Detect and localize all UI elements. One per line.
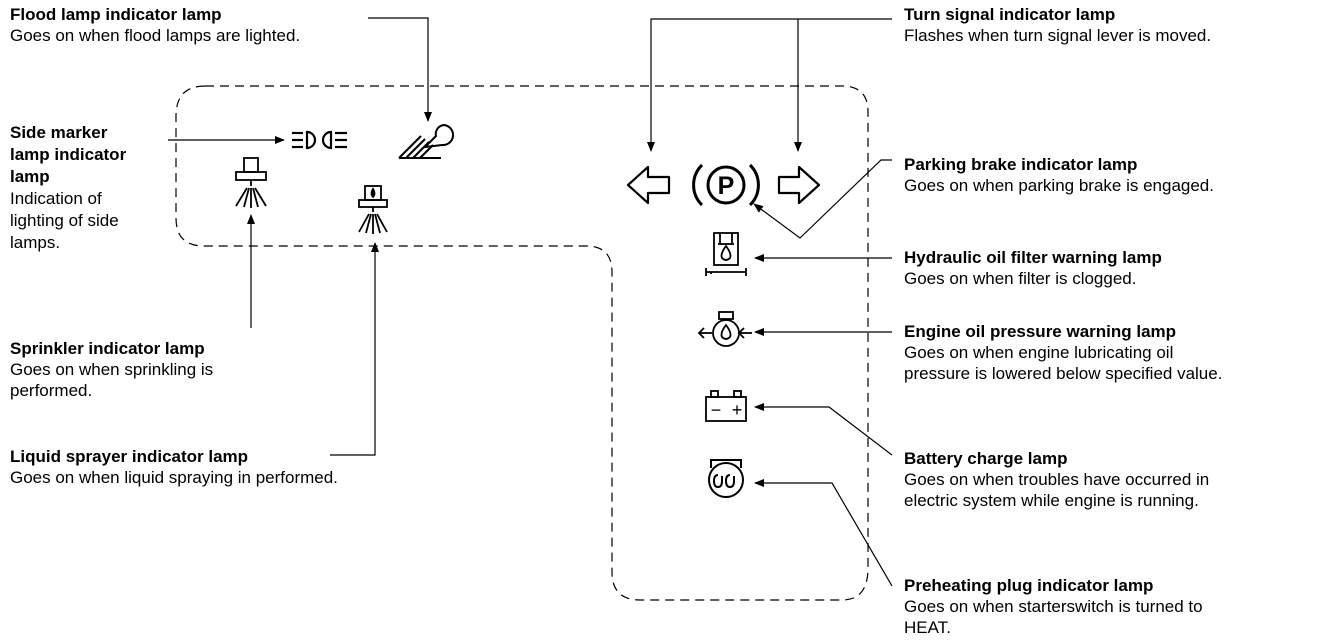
turn-right-arrow-icon — [777, 165, 821, 205]
side-marker-desc-1: Indication of — [10, 189, 102, 208]
preheating-plug-icon — [708, 459, 744, 498]
turn-signal-callout: Turn signal indicator lamp Flashes when … — [904, 4, 1211, 46]
battery-plus-symbol: + — [732, 400, 743, 420]
leader-flood-lamp — [368, 17, 432, 122]
preheating-desc-1: Goes on when starterswitch is turned to — [904, 597, 1203, 616]
sprinkler-desc-2: performed. — [10, 381, 93, 400]
turn-signal-title: Turn signal indicator lamp — [904, 5, 1116, 24]
leader-preheating — [754, 479, 893, 587]
liquid-sprayer-desc: Goes on when liquid spraying in performe… — [10, 468, 338, 487]
hydraulic-filter-title: Hydraulic oil filter warning lamp — [904, 248, 1162, 267]
side-marker-title-2: lamp indicator — [10, 145, 127, 164]
panel-outline — [175, 85, 869, 601]
side-marker-title-1: Side marker — [10, 123, 108, 142]
parking-brake-letter: P — [718, 172, 735, 200]
sprinkler-desc-1: Goes on when sprinkling is — [10, 360, 214, 379]
flood-lamp-desc: Goes on when flood lamps are lighted. — [10, 26, 301, 45]
leader-liquid-sprayer — [330, 242, 379, 456]
side-marker-desc-2: lighting of side — [10, 211, 119, 230]
preheating-callout: Preheating plug indicator lamp Goes on w… — [904, 575, 1203, 638]
leader-lines — [168, 17, 893, 587]
turn-signal-desc: Flashes when turn signal lever is moved. — [904, 26, 1212, 45]
side-marker-desc-3: lamps. — [10, 233, 61, 252]
hydraulic-filter-icon — [705, 232, 747, 276]
flood-lamp-callout: Flood lamp indicator lamp Goes on when f… — [10, 4, 300, 46]
flood-lamp-icon — [398, 123, 454, 159]
flood-lamp-title: Flood lamp indicator lamp — [10, 5, 222, 24]
parking-brake-desc: Goes on when parking brake is engaged. — [904, 176, 1214, 195]
turn-left-arrow-icon — [626, 165, 671, 205]
side-marker-icon — [292, 130, 347, 150]
battery-title: Battery charge lamp — [904, 449, 1068, 468]
hydraulic-filter-desc: Goes on when filter is clogged. — [904, 269, 1137, 288]
battery-desc-2: electric system while engine is running. — [904, 491, 1199, 510]
engine-oil-icon — [697, 311, 752, 347]
side-marker-callout: Side marker lamp indicator lamp Indicati… — [10, 122, 126, 254]
liquid-sprayer-title: Liquid sprayer indicator lamp — [10, 447, 249, 466]
liquid-sprayer-callout: Liquid sprayer indicator lamp Goes on wh… — [10, 446, 338, 488]
hydraulic-filter-callout: Hydraulic oil filter warning lamp Goes o… — [904, 247, 1162, 289]
preheating-title: Preheating plug indicator lamp — [904, 576, 1154, 595]
parking-brake-callout: Parking brake indicator lamp Goes on whe… — [904, 154, 1214, 196]
side-marker-title-3: lamp — [10, 167, 50, 186]
leader-parking-brake — [753, 159, 892, 239]
battery-icon — [705, 390, 747, 422]
battery-minus-symbol: − — [711, 400, 722, 420]
sprinkler-title: Sprinkler indicator lamp — [10, 339, 205, 358]
sprinkler-icon — [235, 157, 267, 208]
parking-brake-title: Parking brake indicator lamp — [904, 155, 1138, 174]
leader-battery — [754, 403, 893, 456]
sprinkler-callout: Sprinkler indicator lamp Goes on when sp… — [10, 338, 213, 401]
parking-brake-icon — [692, 163, 760, 207]
leader-turn-signal — [647, 18, 892, 152]
battery-desc-1: Goes on when troubles have occurred in — [904, 470, 1210, 489]
engine-oil-desc-2: pressure is lowered below specified valu… — [904, 364, 1223, 383]
engine-oil-title: Engine oil pressure warning lamp — [904, 322, 1177, 341]
engine-oil-desc-1: Goes on when engine lubricating oil — [904, 343, 1174, 362]
preheating-desc-2: HEAT. — [904, 618, 951, 637]
engine-oil-callout: Engine oil pressure warning lamp Goes on… — [904, 321, 1222, 384]
liquid-sprayer-icon — [358, 185, 388, 234]
battery-callout: Battery charge lamp Goes on when trouble… — [904, 448, 1209, 511]
